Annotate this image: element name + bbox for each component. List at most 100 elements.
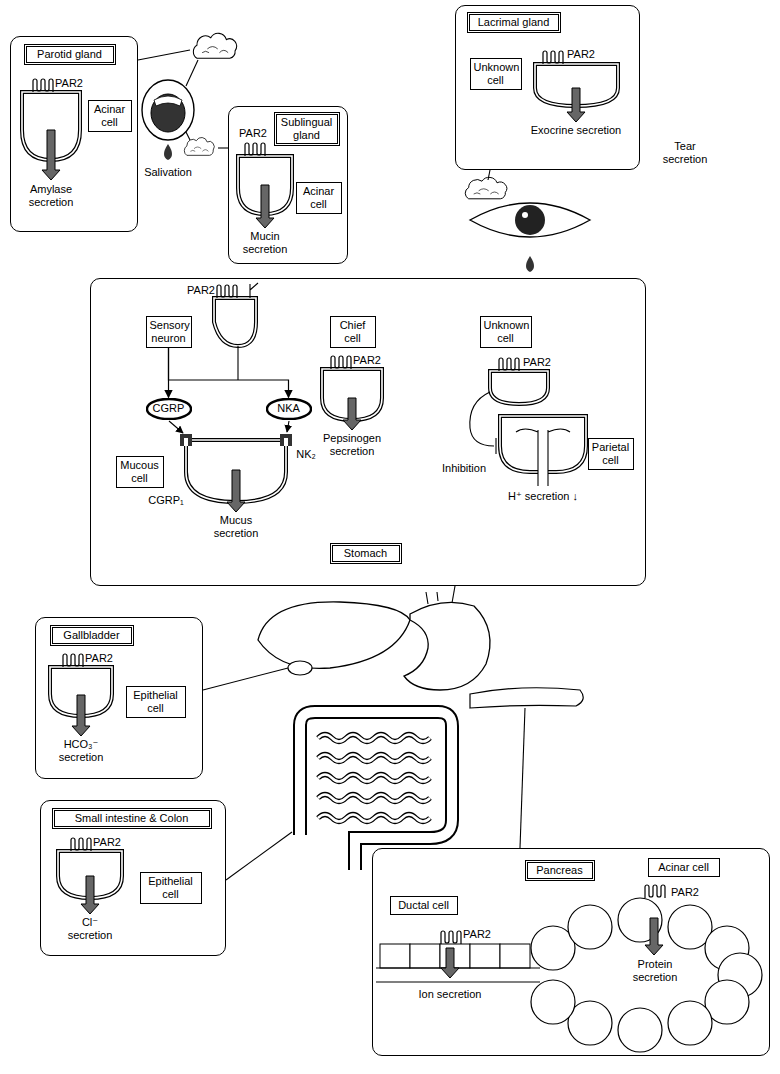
digestive-organs-part (426, 592, 438, 604)
digestive-organs-part (258, 602, 410, 669)
annotation-label: PAR2 (670, 886, 700, 899)
receptor-symbol-part (245, 143, 265, 156)
cell-figure-part (180, 434, 192, 446)
annotation-label: PAR2 (238, 127, 268, 140)
pancreas-tissue-part (376, 968, 540, 982)
digestive-organs-part-part (318, 775, 430, 782)
mouth-figure-part (142, 80, 194, 140)
mouth-figure-part (151, 94, 185, 132)
panel-title: Gallbladder (50, 625, 134, 646)
annotation-label: Cl⁻ secretion (60, 916, 120, 942)
panel-title: Sublingual gland (274, 112, 340, 146)
node-text: Acinar cell (94, 103, 125, 128)
pancreas-tissue-part (500, 944, 530, 968)
panel-title: Lacrimal gland (467, 12, 561, 33)
node-text: Sensory neuron (150, 319, 190, 344)
digestive-organs-part-part (318, 795, 430, 802)
annotation-label: PAR2 (566, 48, 596, 61)
cell-figure-part (238, 283, 258, 380)
node-text: Unknown cell (484, 319, 530, 344)
panel-title: Pancreas (525, 860, 595, 881)
secretion-arrow-part (72, 695, 90, 736)
receptor-symbol-part (33, 79, 53, 92)
gland-cloud-part (193, 33, 236, 58)
receptor-symbol-part (543, 51, 563, 64)
digestive-organs-part (318, 735, 430, 822)
receptor-symbol-part (499, 358, 519, 371)
cell-label-box: Epithelial cell (126, 686, 186, 718)
cell-label-box: Chief cell (330, 316, 376, 348)
digestive-organs-part (300, 712, 452, 870)
annotation-label: Mucin secretion (233, 230, 297, 256)
annotation-label: Protein secretion (620, 958, 690, 984)
gland-cloud (184, 33, 506, 199)
node-text: Parietal cell (592, 441, 629, 466)
cell-label-box: Ductal cell (390, 896, 458, 915)
annotation-label: Ion secretion (410, 988, 490, 1001)
digestive-organs-part (288, 661, 312, 675)
annotation-label: Salivation (138, 166, 198, 179)
annotation-label: CGRP₁ (146, 494, 186, 507)
mediator-ellipse: NKA (266, 398, 312, 420)
pancreas-tissue-part-part (568, 905, 612, 949)
annotation-label: Exocrine secretion (521, 124, 631, 137)
cell-figure (22, 64, 618, 898)
annotation-label: H⁺ secretion ↓ (488, 490, 598, 503)
cell-figure-part (214, 298, 256, 346)
organ-panel: PancreasAcinar cellDuctal cell (372, 848, 770, 1056)
digestive-organs-part (318, 735, 430, 822)
panel-title: Parotid gland (24, 44, 116, 65)
digestive-organs-part-part (318, 815, 430, 822)
digestive-organs-part-part (318, 775, 430, 782)
cell-label-box: Sensory neuron (146, 316, 192, 348)
digestive-organs-part-part (318, 735, 430, 742)
digestive-organs-part-part (318, 755, 430, 762)
digestive-organs-part-part (318, 795, 430, 802)
leader-line-part (520, 708, 525, 848)
secretion-arrow-part (343, 398, 361, 430)
annotation-label: PAR2 (92, 836, 122, 849)
leader-line-part (138, 50, 190, 60)
secretion-arrow (42, 88, 663, 978)
cell-label-box: Acinar cell (88, 100, 132, 132)
annotation-label: PAR2 (186, 284, 216, 297)
annotation-label: PAR2 (352, 354, 382, 367)
organ-panel: Lacrimal glandUnknown cell (455, 5, 640, 170)
digestive-organs-part-part (318, 735, 430, 742)
eye-figure-part (515, 205, 545, 235)
cell-figure-part (516, 429, 570, 486)
eye-figure-part (470, 203, 590, 237)
eye-figure-part (526, 256, 534, 272)
cell-label-box: Mucous cell (116, 456, 164, 488)
digestive-organs-part (404, 602, 490, 690)
panel-title: Small intestine & Colon (52, 808, 212, 829)
receptor-symbol-part (63, 654, 83, 667)
cell-figure-part (184, 438, 188, 446)
eye-figure-part (522, 212, 528, 218)
annotation-label: NK₂ (294, 448, 318, 461)
ellipse-shape (266, 398, 310, 418)
pancreas-tissue-part-part (618, 1008, 662, 1052)
secretion-arrow-part (81, 876, 99, 914)
annotation-label: PAR2 (462, 928, 492, 941)
cell-figure-part (287, 421, 289, 432)
node-text: NKA (277, 402, 300, 415)
annotation-label: HCO₃⁻ secretion (49, 738, 113, 764)
receptor-symbol-part (645, 885, 665, 898)
node-text: CGRP (153, 402, 185, 415)
cell-label-box: Unknown cell (480, 316, 532, 348)
pancreas-tissue-part (470, 944, 500, 968)
digestive-organs-part-part (318, 755, 430, 762)
node-text: Epithelial cell (148, 875, 193, 900)
node-text: Epithelial cell (133, 689, 178, 714)
cell-figure-part (470, 392, 496, 454)
annotation-label: PAR2 (84, 652, 114, 665)
cell-figure-part (214, 298, 256, 346)
receptor-symbol (33, 51, 665, 944)
mouth-figure-part (164, 144, 172, 160)
node-text: Unknown cell (474, 61, 520, 86)
pancreas-tissue-part-part (531, 980, 575, 1024)
connector (169, 348, 289, 398)
